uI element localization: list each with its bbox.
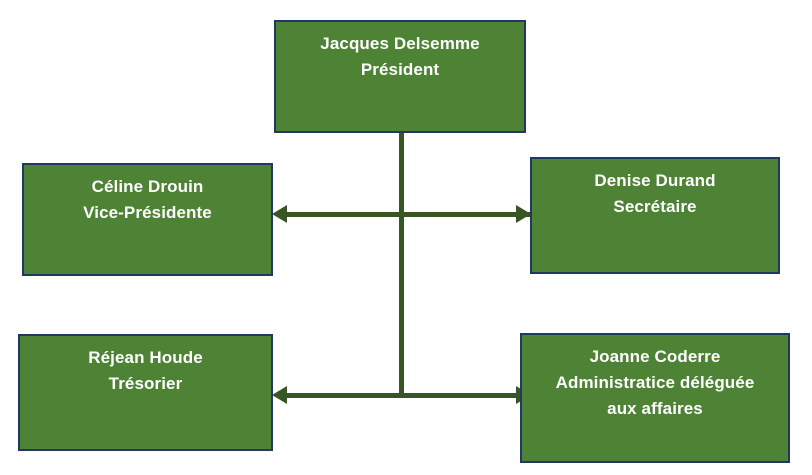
connector-middle-horizontal xyxy=(283,212,530,217)
org-node-president[interactable]: Jacques Delsemme Président xyxy=(274,20,526,133)
org-node-treasurer[interactable]: Réjean Houde Trésorier xyxy=(18,334,273,451)
org-node-administrator[interactable]: Joanne Coderre Administratice déléguée a… xyxy=(520,333,790,463)
arrow-right-middle-icon xyxy=(516,205,531,223)
org-node-vice-president[interactable]: Céline Drouin Vice-Présidente xyxy=(22,163,273,276)
connector-bottom-horizontal xyxy=(283,393,530,398)
arrow-left-middle-icon xyxy=(272,205,287,223)
org-node-secretary[interactable]: Denise Durand Secrétaire xyxy=(530,157,780,274)
connector-vertical-trunk xyxy=(399,132,404,398)
arrow-left-bottom-icon xyxy=(272,386,287,404)
